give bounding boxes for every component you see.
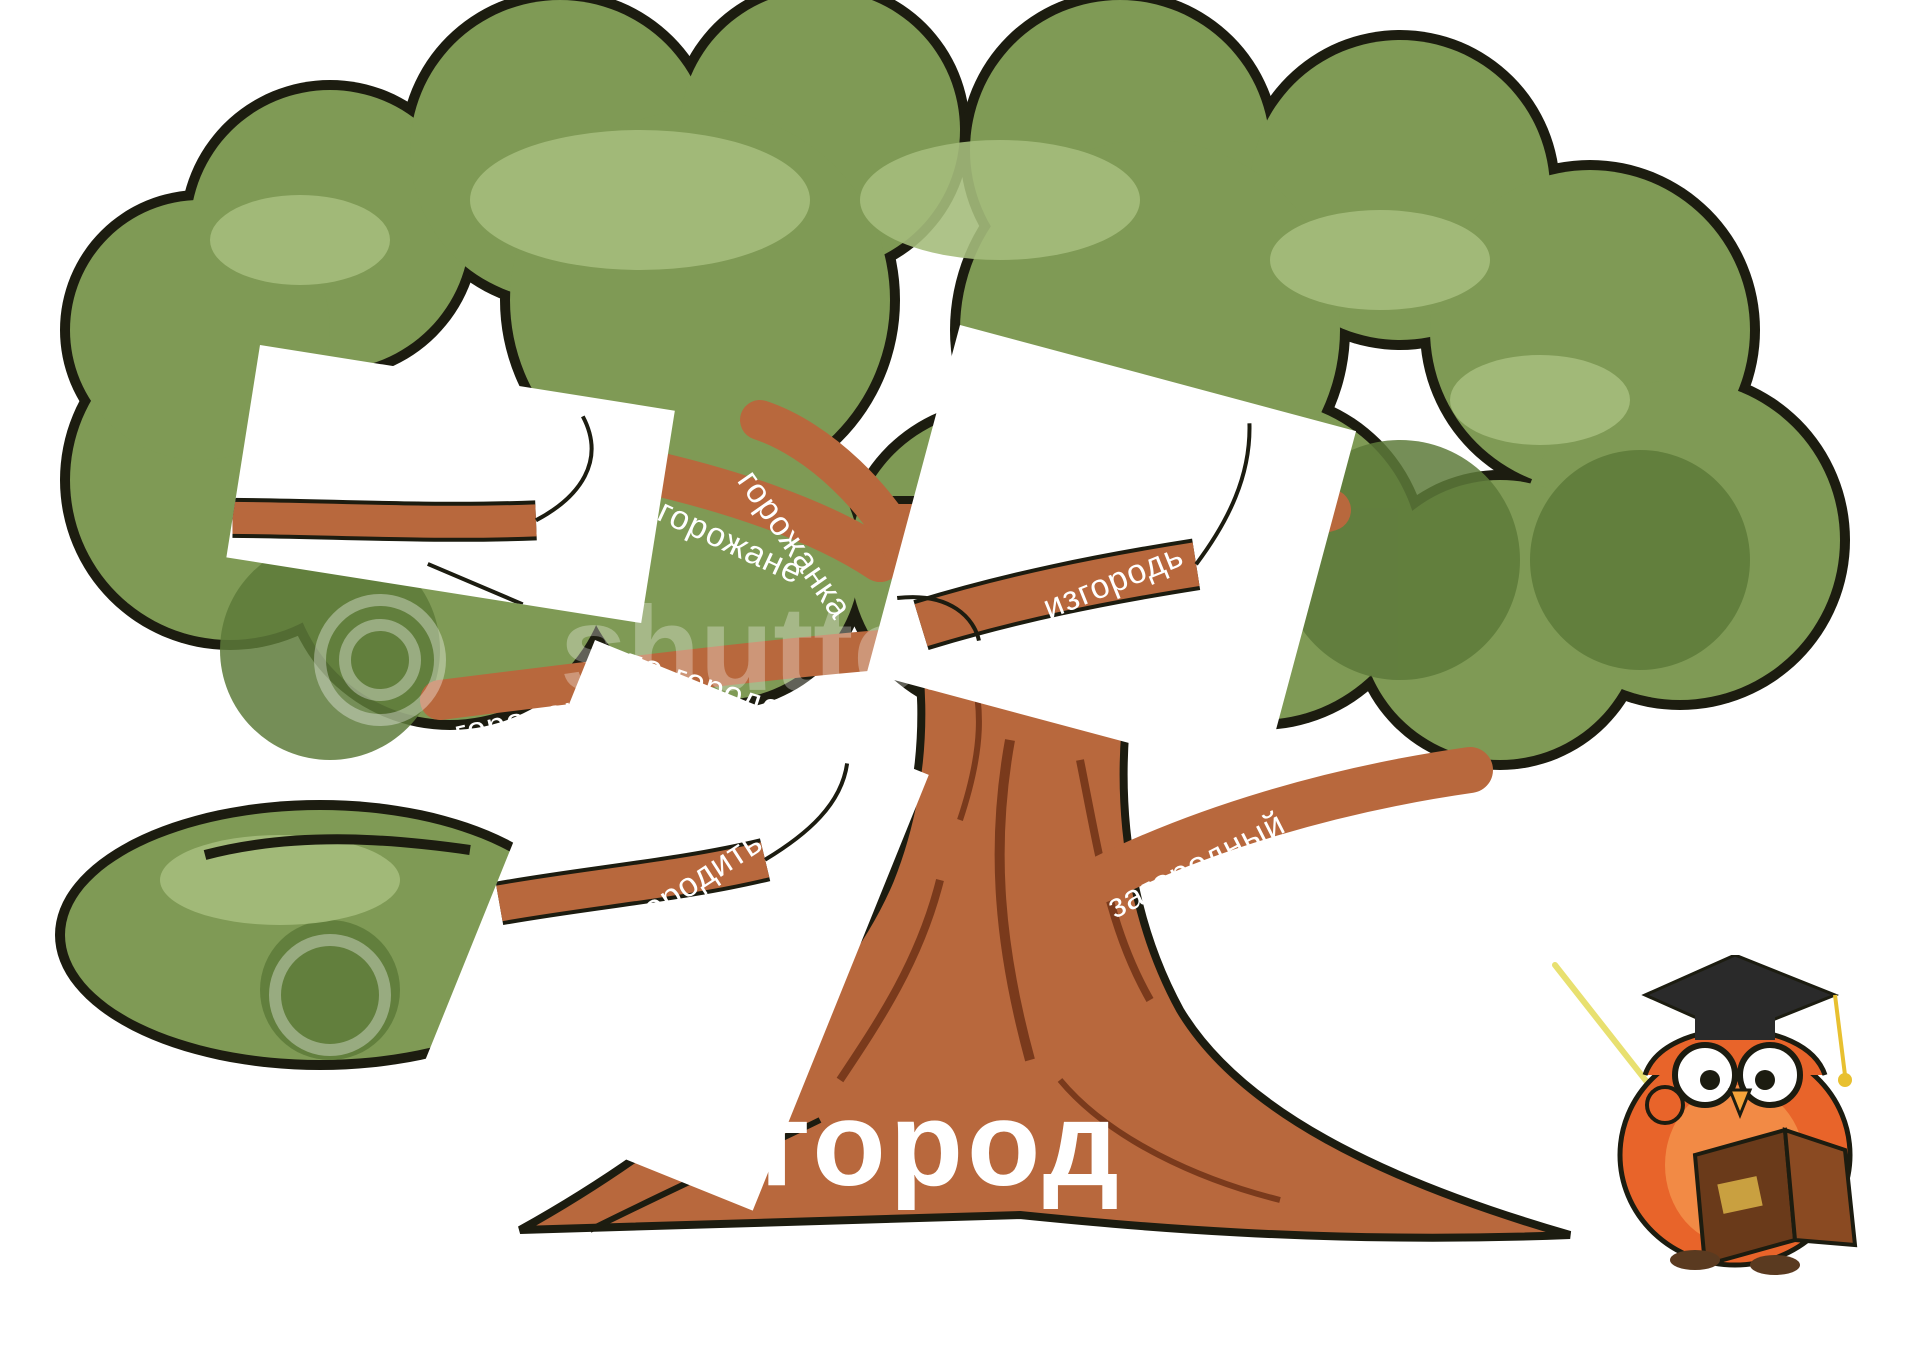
card-branch-drawing: [232, 415, 594, 607]
cover-card-left[interactable]: [226, 345, 675, 624]
root-word: город: [760, 1077, 1123, 1211]
cover-card-right[interactable]: [866, 325, 1357, 779]
cover-card-bush: [315, 855, 605, 1065]
card-branch-drawing: [495, 763, 850, 926]
owl-teacher-mascot: [1552, 955, 1858, 1275]
card-branch-drawing: [896, 423, 1252, 650]
watermark-graphic: [269, 594, 446, 1056]
book-icon: [1692, 1127, 1858, 1268]
cover-card-bottom[interactable]: [418, 640, 929, 1211]
